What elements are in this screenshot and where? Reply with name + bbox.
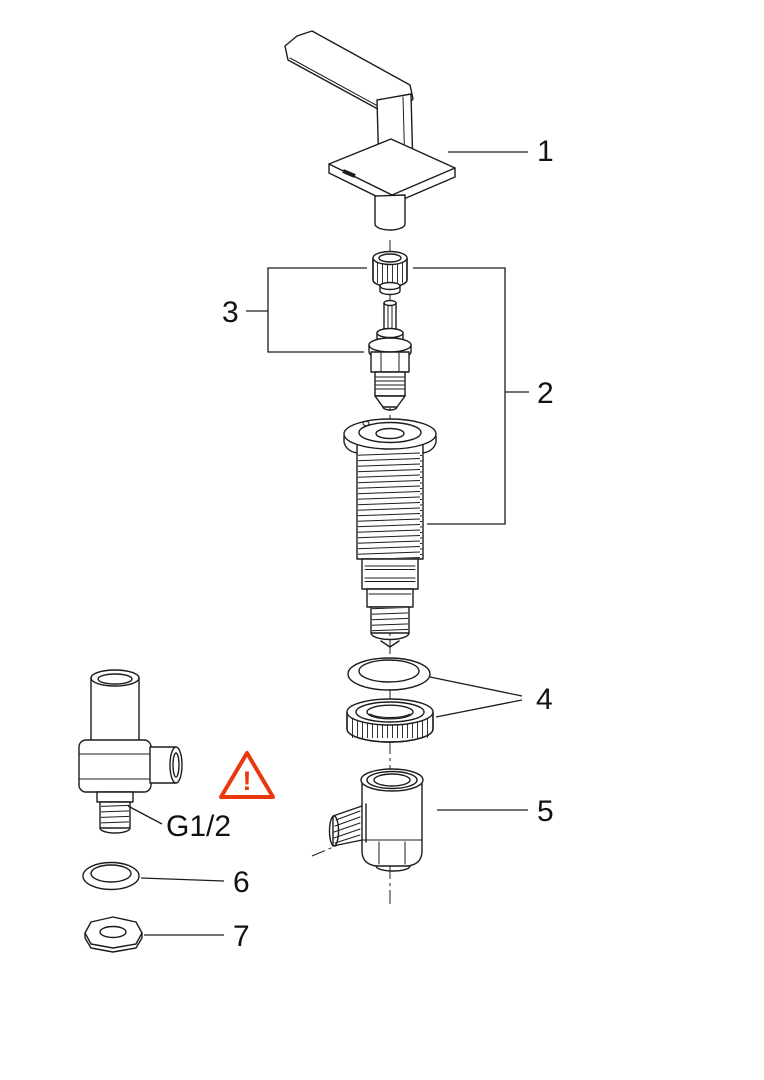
callout-2: 2 [413,267,554,525]
valve-body [343,418,437,648]
exclamation-icon: ! [243,766,252,796]
escutcheon-slot [342,169,356,178]
callout-6: 6 [140,866,250,899]
callout-4: 4 [429,676,553,718]
callout-5: 5 [437,795,554,828]
warning-triangle-icon [219,751,275,799]
handle-assembly [284,30,456,231]
thread-spec: G1/2 [127,805,231,843]
leader-line-6 [140,877,225,882]
callout-label-6: 6 [233,866,250,899]
warning-sign: ! [219,751,275,799]
seal-ring [347,657,431,691]
valve-cartridge [368,299,412,411]
callout-1: 1 [448,135,554,168]
callout-label-7: 7 [233,920,250,953]
leader-line-4 [429,676,523,718]
escutcheon-plate [328,138,456,196]
callout-label-1: 1 [537,135,554,168]
gasket-ring [82,861,140,891]
handle-stub [374,194,406,231]
callout-7: 7 [144,920,250,953]
callout-label-2: 2 [537,377,554,410]
callout-bracket-2 [413,267,529,525]
callout-label-3: 3 [222,296,239,329]
callout-bracket-3 [246,267,367,353]
thread-size-label: G1/2 [166,810,231,843]
leader-line-g12 [127,805,163,825]
spline-adapter [372,250,408,296]
hex-nut [84,916,143,953]
callout-label-4: 4 [536,683,553,716]
callout-label-5: 5 [537,795,554,828]
mounting-nut [346,698,434,743]
elbow-fitting [328,768,424,872]
body-flange [343,418,437,450]
wall-elbow [78,669,183,834]
callout-3: 3 [222,267,367,353]
